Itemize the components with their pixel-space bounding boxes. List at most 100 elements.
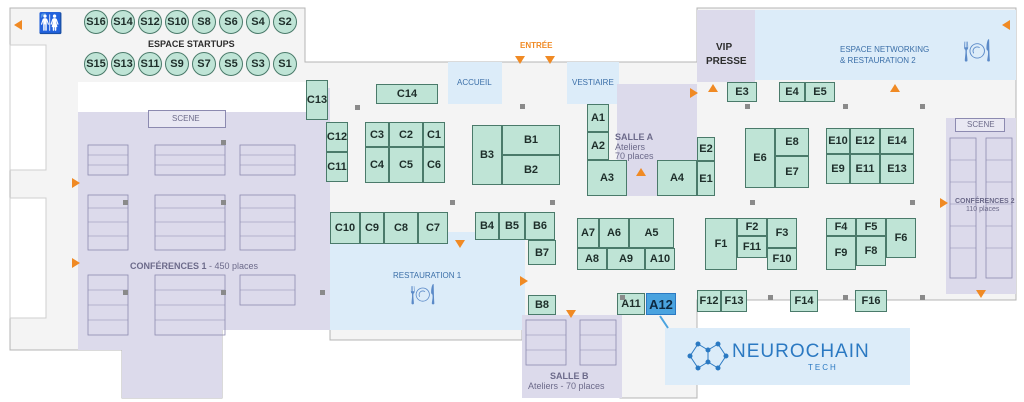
- startup-booth[interactable]: S5: [219, 52, 243, 76]
- booth-b8[interactable]: B8: [528, 295, 556, 315]
- pillar: [843, 295, 848, 300]
- stage-left-label: SCENE: [172, 114, 200, 123]
- stage-left: [148, 110, 226, 128]
- booth-e12[interactable]: E12: [850, 128, 880, 154]
- booth-f3[interactable]: F3: [767, 218, 797, 248]
- booth-f5[interactable]: F5: [856, 218, 886, 236]
- booth-e4[interactable]: E4: [779, 82, 805, 102]
- pillar: [768, 295, 773, 300]
- presse-label: PRESSE: [706, 56, 747, 67]
- vestiaire-label: VESTIAIRE: [572, 78, 614, 87]
- networking-line1: ESPACE NETWORKING: [840, 45, 930, 54]
- door-arrow-icon: [976, 290, 986, 298]
- booth-f11[interactable]: F11: [737, 236, 767, 258]
- startup-booth[interactable]: S10: [165, 10, 189, 34]
- startup-booth[interactable]: S15: [84, 52, 108, 76]
- startup-booth[interactable]: S1: [273, 52, 297, 76]
- booth-c11[interactable]: C11: [326, 152, 348, 182]
- booth-b6[interactable]: B6: [525, 212, 555, 240]
- pillar: [910, 200, 915, 205]
- startup-booth[interactable]: S9: [165, 52, 189, 76]
- entrance-arrow-icon: [515, 56, 525, 64]
- booth-f12[interactable]: F12: [697, 290, 721, 312]
- startup-booth[interactable]: S8: [192, 10, 216, 34]
- startup-booth[interactable]: S2: [273, 10, 297, 34]
- booth-e5[interactable]: E5: [805, 82, 835, 102]
- booth-e10[interactable]: E10: [826, 128, 850, 154]
- door-arrow-icon: [890, 84, 900, 92]
- booth-f16[interactable]: F16: [855, 290, 887, 312]
- booth-a2[interactable]: A2: [587, 132, 609, 160]
- booth-e1[interactable]: E1: [697, 161, 715, 196]
- booth-c10[interactable]: C10: [330, 212, 360, 244]
- booth-e3[interactable]: E3: [727, 82, 757, 102]
- booth-e11[interactable]: E11: [850, 154, 880, 184]
- startup-booth[interactable]: S11: [138, 52, 162, 76]
- startup-booth[interactable]: S7: [192, 52, 216, 76]
- booth-b3[interactable]: B3: [472, 125, 502, 185]
- door-arrow-icon: [690, 88, 698, 98]
- booth-c7[interactable]: C7: [418, 212, 448, 244]
- booth-c4[interactable]: C4: [365, 147, 389, 183]
- stage-right: [955, 118, 1005, 132]
- booth-c12[interactable]: C12: [326, 122, 348, 152]
- booth-f4[interactable]: F4: [826, 218, 856, 236]
- booth-f8[interactable]: F8: [856, 236, 886, 266]
- booth-c1[interactable]: C1: [423, 122, 445, 147]
- booth-e6[interactable]: E6: [745, 128, 775, 188]
- booth-c14[interactable]: C14: [376, 84, 438, 104]
- door-arrow-icon: [1002, 20, 1010, 30]
- startup-booth[interactable]: S3: [246, 52, 270, 76]
- booth-f9[interactable]: F9: [826, 236, 856, 270]
- booth-e13[interactable]: E13: [880, 154, 914, 184]
- booth-c2[interactable]: C2: [389, 122, 423, 147]
- booth-f10[interactable]: F10: [767, 248, 797, 270]
- booth-a4[interactable]: A4: [657, 160, 697, 196]
- booth-f1[interactable]: F1: [705, 218, 737, 270]
- booth-c13[interactable]: C13: [306, 80, 328, 120]
- door-arrow-icon: [636, 168, 646, 176]
- booth-a10[interactable]: A10: [645, 248, 675, 270]
- conf1-title: CONFÉRENCES 1 - 450 places: [130, 262, 258, 271]
- booth-a6[interactable]: A6: [599, 218, 629, 248]
- booth-e7[interactable]: E7: [775, 156, 809, 188]
- startup-booth[interactable]: S6: [219, 10, 243, 34]
- booth-a5[interactable]: A5: [629, 218, 674, 248]
- booth-b4[interactable]: B4: [475, 212, 499, 240]
- pillar: [320, 290, 325, 295]
- booth-e2[interactable]: E2: [697, 137, 715, 161]
- booth-f13[interactable]: F13: [721, 290, 747, 312]
- booth-f2[interactable]: F2: [737, 218, 767, 236]
- startup-booth[interactable]: S13: [111, 52, 135, 76]
- booth-b5[interactable]: B5: [499, 212, 525, 240]
- startups-title: ESPACE STARTUPS: [148, 39, 235, 49]
- booth-c9[interactable]: C9: [360, 212, 384, 244]
- startup-booth[interactable]: S14: [111, 10, 135, 34]
- startup-booth[interactable]: S16: [84, 10, 108, 34]
- booth-e14[interactable]: E14: [880, 128, 914, 154]
- booth-c3[interactable]: C3: [365, 122, 389, 147]
- booth-e9[interactable]: E9: [826, 154, 850, 184]
- pillar: [450, 200, 455, 205]
- brand-sub: TECH: [808, 363, 838, 372]
- restaurant-icon-2: 🍽: [410, 284, 436, 306]
- booth-e8[interactable]: E8: [775, 128, 809, 156]
- booth-c5[interactable]: C5: [389, 147, 423, 183]
- booth-a9[interactable]: A9: [607, 248, 645, 270]
- booth-f14[interactable]: F14: [790, 290, 818, 312]
- door-arrow-icon: [72, 178, 80, 188]
- booth-a1[interactable]: A1: [587, 104, 609, 132]
- startup-booth[interactable]: S4: [246, 10, 270, 34]
- booth-c8[interactable]: C8: [384, 212, 418, 244]
- startup-booth[interactable]: S12: [138, 10, 162, 34]
- door-arrow-icon: [708, 84, 718, 92]
- booth-a3[interactable]: A3: [587, 160, 627, 196]
- booth-b7[interactable]: B7: [528, 240, 556, 265]
- booth-a8[interactable]: A8: [577, 248, 607, 270]
- booth-f6[interactable]: F6: [886, 218, 916, 258]
- booth-b1[interactable]: B1: [502, 125, 560, 155]
- booth-a12-highlight[interactable]: A12: [646, 293, 676, 315]
- booth-b2[interactable]: B2: [502, 155, 560, 185]
- booth-c6[interactable]: C6: [423, 147, 445, 183]
- booth-a7[interactable]: A7: [577, 218, 599, 248]
